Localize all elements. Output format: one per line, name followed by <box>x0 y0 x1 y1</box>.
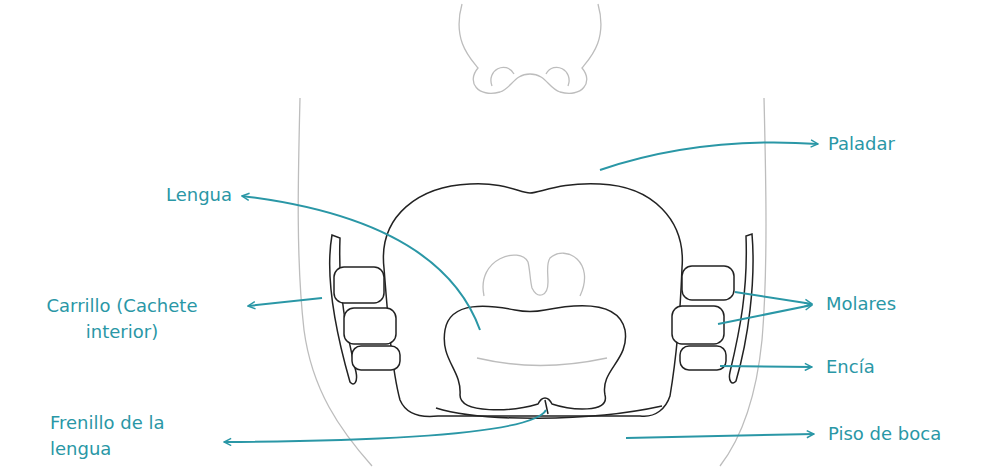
molar <box>682 266 734 300</box>
lower-jaw <box>384 268 682 416</box>
molar <box>334 267 384 303</box>
leader-line <box>248 298 322 306</box>
nostril <box>546 67 569 86</box>
molar <box>672 306 724 344</box>
cheek <box>729 234 753 383</box>
nose-outline <box>459 4 601 93</box>
part-label: Encía <box>826 354 875 380</box>
part-label: Paladar <box>828 131 895 157</box>
leader-line <box>735 292 812 304</box>
mouth-floor <box>436 406 662 418</box>
part-label: Lengua <box>166 182 232 208</box>
tongue-groove <box>477 358 607 366</box>
leader-line <box>242 196 480 330</box>
leader-line <box>224 410 546 442</box>
part-label: Carrillo (Cachete interior) <box>8 293 236 345</box>
leader-line <box>718 305 812 324</box>
part-label: Frenillo de la lengua <box>50 410 166 462</box>
palate-arch <box>383 184 682 268</box>
molar <box>352 346 400 370</box>
tongue <box>444 306 625 410</box>
molar <box>344 308 396 344</box>
part-label: Molares <box>826 291 896 317</box>
leader-line <box>600 142 818 170</box>
throat <box>483 253 585 296</box>
leader-line <box>720 366 812 367</box>
part-label: Piso de boca <box>828 421 941 447</box>
nostril <box>491 67 514 86</box>
leader-line <box>626 434 814 438</box>
molar <box>680 346 726 370</box>
